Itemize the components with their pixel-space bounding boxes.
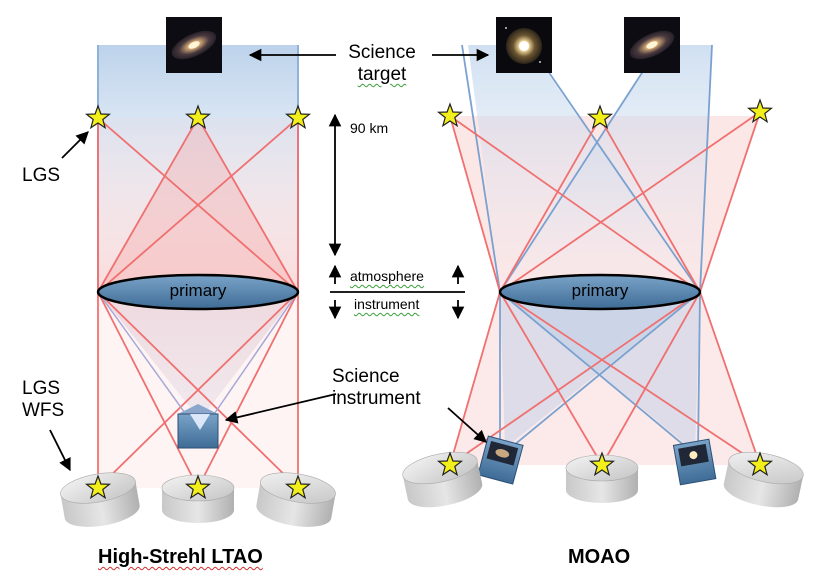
distance-label: 90 km bbox=[350, 120, 389, 136]
science-target-label: Science target bbox=[332, 42, 432, 86]
moao-title: MOAO bbox=[568, 546, 631, 568]
science-instrument-line-2: instrument bbox=[332, 388, 421, 409]
moao-wfs-right bbox=[723, 451, 804, 508]
galaxy-image-moao-elliptical bbox=[496, 17, 552, 73]
science-instrument-line-1: Science bbox=[332, 366, 400, 387]
lgs-star-icon bbox=[184, 474, 212, 500]
moao-panel bbox=[402, 44, 804, 508]
science-instrument-arrow-moao bbox=[447, 407, 487, 443]
lgs-star-icon bbox=[284, 474, 312, 500]
instrument-label: instrument bbox=[354, 296, 420, 312]
galaxy-image-moao-spiral bbox=[624, 17, 680, 73]
ltao-science-instrument bbox=[177, 404, 219, 449]
moao-science-rays bbox=[461, 44, 713, 453]
lgs-star-icon bbox=[284, 104, 312, 130]
lgs-star-icon bbox=[84, 104, 112, 130]
ltao-wfs-right bbox=[256, 472, 336, 527]
lgs-wfs-line-1: LGS bbox=[22, 378, 61, 399]
annotation-arrows bbox=[49, 48, 490, 472]
science-target-line-1: Science bbox=[348, 42, 416, 63]
lgs-star-icon bbox=[586, 104, 614, 130]
ltao-title: High-Strehl LTAO bbox=[98, 546, 263, 568]
atmosphere-label: atmosphere bbox=[350, 268, 424, 284]
moao-instrument-right bbox=[672, 438, 717, 486]
moao-primary-mirror bbox=[498, 273, 702, 311]
lgs-star-icon bbox=[746, 451, 774, 477]
lgs-star-icon bbox=[436, 451, 464, 477]
lgs-wfs-arrow bbox=[49, 429, 71, 472]
ltao-primary-mirror bbox=[96, 273, 300, 311]
lgs-star-icon bbox=[184, 104, 212, 130]
galaxy-image-ltao bbox=[166, 17, 222, 73]
science-instrument-arrow-ltao bbox=[224, 393, 337, 424]
moao-laser-rays bbox=[449, 111, 761, 466]
lgs-wfs-line-2: WFS bbox=[22, 400, 65, 421]
science-instrument-label: Science instrument bbox=[332, 366, 421, 410]
ltao-primary-label: primary bbox=[169, 281, 227, 300]
moao-science-beam-right bbox=[500, 45, 712, 292]
lgs-stars bbox=[84, 98, 774, 500]
lgs-label: LGS bbox=[22, 165, 61, 186]
lgs-wfs-label: LGS WFS bbox=[22, 378, 64, 422]
lgs-star-icon bbox=[84, 474, 112, 500]
ltao-panel bbox=[60, 45, 336, 527]
moao-primary-label: primary bbox=[571, 281, 629, 300]
ltao-focus-cone bbox=[98, 292, 298, 420]
ltao-laser-rays bbox=[97, 117, 299, 489]
ltao-wfs-left bbox=[60, 472, 140, 527]
moao-wfs-left bbox=[402, 451, 483, 508]
moao-instrument-left bbox=[477, 435, 524, 485]
lgs-star-icon bbox=[746, 98, 774, 124]
lgs-arrow bbox=[61, 131, 89, 159]
lgs-star-icon bbox=[588, 451, 616, 477]
lgs-star-icon bbox=[436, 102, 464, 128]
science-target-line-2: target bbox=[357, 64, 407, 85]
